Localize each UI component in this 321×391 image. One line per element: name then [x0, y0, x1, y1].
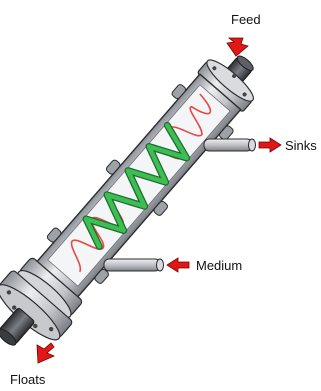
feed-label: Feed	[231, 12, 261, 27]
sinks-arrow-icon	[259, 138, 281, 152]
floats-arrow-icon	[37, 343, 54, 363]
medium-arrow-icon	[167, 258, 189, 272]
separator-cylinder	[0, 34, 278, 367]
feed-arrow-icon	[227, 38, 248, 56]
medium-inlet-pipe	[104, 259, 164, 271]
floats-label: Floats	[10, 372, 46, 387]
sinks-outlet-pipe	[204, 139, 256, 151]
medium-label: Medium	[196, 258, 242, 273]
sinks-label: Sinks	[285, 138, 317, 153]
